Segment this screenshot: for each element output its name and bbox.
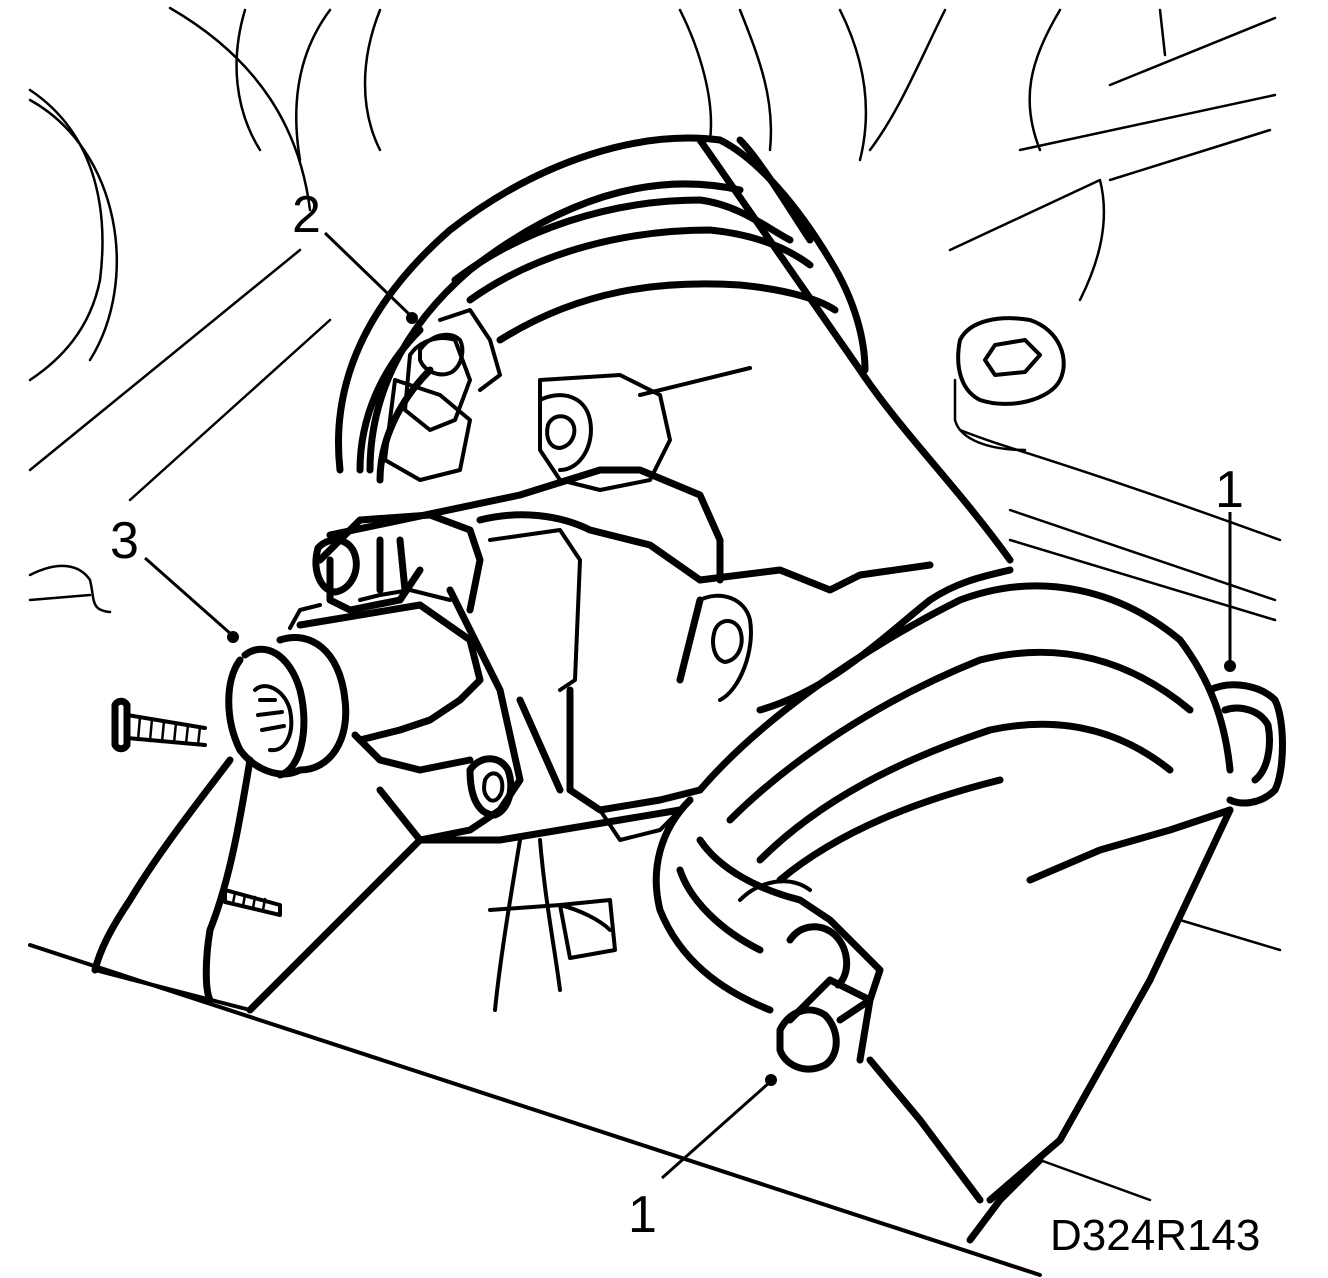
bottom-edge-lines xyxy=(28,943,1042,1277)
leader-1-bottom xyxy=(661,1080,771,1180)
idle-control-valve xyxy=(225,588,484,779)
leader-dot-1-bottom xyxy=(765,1074,777,1086)
mounting-boss xyxy=(953,316,1066,452)
hose-clamp-upper xyxy=(356,308,502,484)
loose-bolt xyxy=(111,697,207,753)
wiring-harness xyxy=(91,756,617,1014)
figure-reference-code: D324R143 xyxy=(1050,1211,1260,1260)
leader-2 xyxy=(323,231,412,317)
callout-leaders xyxy=(144,231,1236,1180)
callout-label-2: 2 xyxy=(292,186,321,244)
callout-label-1-right: 1 xyxy=(1215,461,1244,519)
intake-hose-lower xyxy=(696,582,1286,1244)
leader-3 xyxy=(144,556,233,637)
intake-hose-upper xyxy=(335,134,869,474)
callout-label-1-bottom: 1 xyxy=(628,1186,657,1244)
mounting-bracket xyxy=(312,511,524,844)
leader-dot-1-right xyxy=(1224,660,1236,672)
leader-dot-3 xyxy=(227,631,239,643)
callout-label-3: 3 xyxy=(110,512,139,570)
hose-clamp-lower xyxy=(652,796,884,1073)
leader-dot-2 xyxy=(406,312,418,324)
